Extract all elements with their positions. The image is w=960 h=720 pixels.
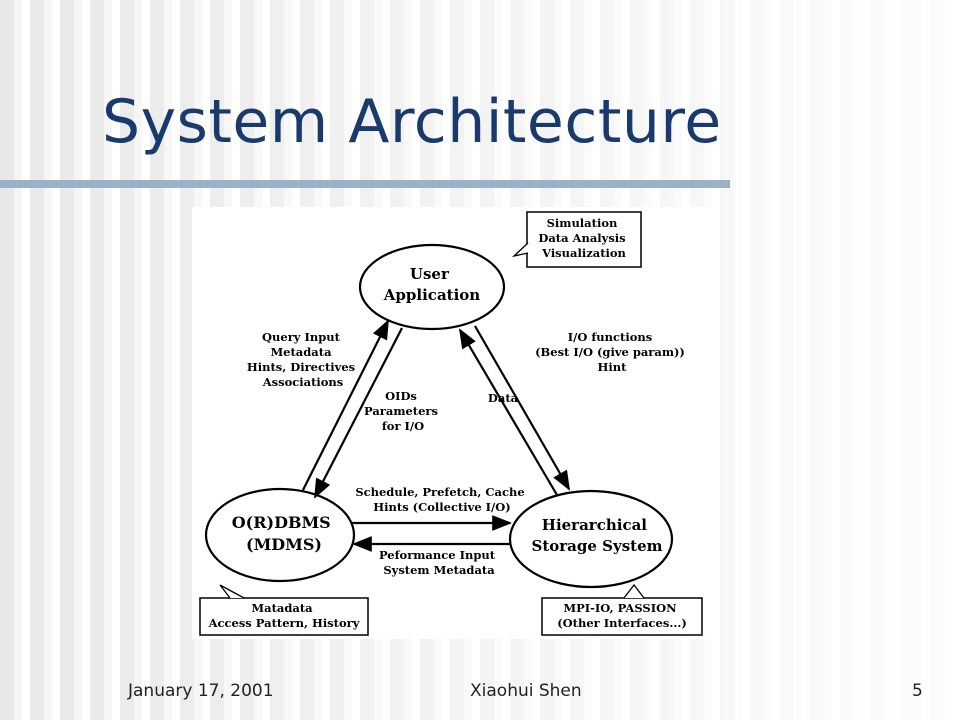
storage-label: Hierarchical Storage System <box>532 516 663 555</box>
arrow-app-to-storage <box>474 325 570 491</box>
ordbms-label: O(R)DBMS (MDMS) <box>232 513 337 554</box>
user-application-label: User Application <box>383 265 480 304</box>
label-db-to-app: OIDs Parameters for I/O <box>364 389 442 433</box>
callout-user-uses: Simulation Data Analysis Visualization <box>511 211 642 268</box>
callout-ordbms-metadata: Matadata Access Pattern, History <box>199 584 369 636</box>
architecture-diagram: User Application O(R)DBMS (MDMS) Hierarc… <box>192 207 712 639</box>
label-db-to-storage: Schedule, Prefetch, Cache Hints (Collect… <box>355 485 528 514</box>
svg-text:MPI-IO, PASSION (Other: MPI-IO, PASSION (Other Interfaces...) <box>557 601 687 630</box>
label-app-to-db: Query Input Metadata Hints, Directives A… <box>247 330 359 389</box>
arrow-storage-to-app <box>458 328 558 496</box>
label-storage-to-app: Data <box>488 391 519 405</box>
svg-text:Simulation Data Analys: Simulation Data Analysis Visualization <box>538 216 629 260</box>
diagram-canvas: User Application O(R)DBMS (MDMS) Hierarc… <box>199 211 703 636</box>
arrow-db-to-app <box>302 319 389 491</box>
title-divider <box>0 180 730 188</box>
callout-storage-interfaces: MPI-IO, PASSION (Other Interfaces...) <box>541 583 703 636</box>
label-app-to-storage: I/O functions (Best I/O (give param)) Hi… <box>535 330 689 374</box>
label-storage-to-db: Peformance Input System Metadata <box>379 548 499 577</box>
storage-node <box>508 489 674 589</box>
footer-date: January 17, 2001 <box>128 681 274 701</box>
ordbms-node <box>204 487 356 583</box>
slide-title: System Architecture <box>102 87 722 157</box>
arrow-app-to-db <box>314 327 403 499</box>
user-application-node <box>358 243 506 331</box>
footer-page-number: 5 <box>912 681 923 701</box>
footer-author: Xiaohui Shen <box>470 681 582 701</box>
svg-text:Matadata Access Patter: Matadata Access Pattern, History <box>208 601 360 630</box>
